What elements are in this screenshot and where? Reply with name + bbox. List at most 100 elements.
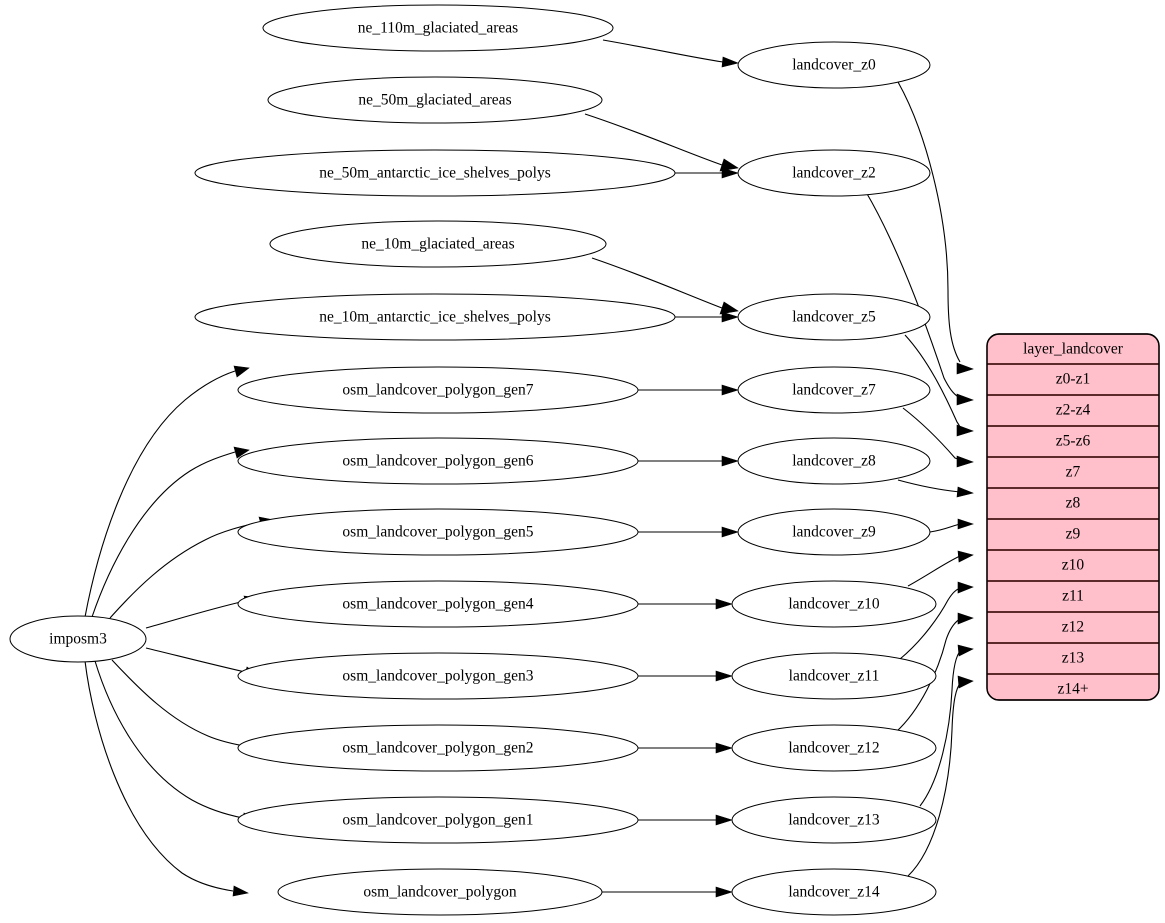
edge-ne10mglac-to-z5 bbox=[591, 257, 723, 309]
edge-imposm3-to-gen6 bbox=[91, 451, 236, 618]
node-label: landcover_z7 bbox=[792, 382, 876, 399]
edge-imposm3-to-gen5 bbox=[109, 521, 261, 619]
arrowhead-icon bbox=[719, 301, 739, 315]
node-label: osm_landcover_polygon_gen7 bbox=[342, 382, 533, 399]
node-label: landcover_z13 bbox=[788, 812, 879, 829]
arrowhead-icon bbox=[957, 518, 974, 530]
table-body bbox=[986, 333, 1160, 701]
node-osm-landcover-polygon-gen6[interactable]: osm_landcover_polygon_gen6 bbox=[237, 437, 639, 485]
node-ne-10m-antarctic-ice-shelves-polys[interactable]: ne_10m_antarctic_ice_shelves_polys bbox=[194, 293, 676, 341]
edge-z14-to-row-z14plus bbox=[907, 681, 962, 877]
edge-ne110m-to-z0 bbox=[602, 39, 724, 63]
edge-z11-to-row-z11 bbox=[899, 587, 961, 660]
edge-imposm3-to-gen4 bbox=[145, 600, 246, 629]
node-label: ne_110m_glaciated_areas bbox=[358, 20, 518, 37]
node-osm-landcover-polygon-gen7[interactable]: osm_landcover_polygon_gen7 bbox=[237, 366, 639, 414]
node-ne-110m-glaciated-areas[interactable]: ne_110m_glaciated_areas bbox=[262, 4, 614, 52]
table-row-label-z7: z7 bbox=[1066, 464, 1081, 481]
node-osm-landcover-polygon-gen1[interactable]: osm_landcover_polygon_gen1 bbox=[237, 796, 639, 844]
node-label: landcover_z14 bbox=[788, 884, 879, 901]
node-label: osm_landcover_polygon_gen3 bbox=[342, 668, 533, 685]
edge-z9-to-row-z9 bbox=[929, 523, 961, 533]
edge-imposm3-to-gen7 bbox=[84, 370, 236, 618]
arrowhead-icon bbox=[715, 742, 734, 754]
node-label: landcover_z8 bbox=[792, 453, 876, 470]
node-label: landcover_z10 bbox=[788, 596, 879, 613]
edge-z8-to-row-z8 bbox=[897, 479, 961, 493]
table-row-label-z5-z6: z5-z6 bbox=[1056, 433, 1091, 450]
node-ne-50m-glaciated-areas[interactable]: ne_50m_glaciated_areas bbox=[267, 76, 603, 124]
edge-z0-to-row-z0z1 bbox=[897, 81, 961, 363]
arrowhead-icon bbox=[957, 612, 974, 625]
node-label: osm_landcover_polygon_gen2 bbox=[342, 740, 533, 757]
arrowhead-icon bbox=[719, 158, 739, 172]
node-imposm3[interactable]: imposm3 bbox=[9, 615, 147, 663]
arrowhead-icon bbox=[715, 670, 734, 682]
osm-table-nodes: osm_landcover_polygon_gen7 osm_landcover… bbox=[237, 366, 639, 916]
arrowhead-icon bbox=[721, 455, 740, 467]
edge-imposm3-to-polygon bbox=[84, 660, 234, 892]
node-landcover-z2[interactable]: landcover_z2 bbox=[737, 149, 931, 197]
arrowhead-icon bbox=[233, 446, 250, 459]
node-osm-landcover-polygon-gen2[interactable]: osm_landcover_polygon_gen2 bbox=[237, 724, 639, 772]
arrowhead-icon bbox=[956, 486, 974, 498]
node-landcover-z10[interactable]: landcover_z10 bbox=[731, 580, 937, 628]
table-row-label-z13: z13 bbox=[1062, 650, 1085, 667]
node-landcover-z7[interactable]: landcover_z7 bbox=[737, 366, 931, 414]
table-row-label-z10: z10 bbox=[1062, 557, 1085, 574]
arrowhead-icon bbox=[956, 393, 974, 406]
node-landcover-z13[interactable]: landcover_z13 bbox=[731, 796, 937, 844]
node-label: landcover_z2 bbox=[792, 165, 876, 182]
node-label: imposm3 bbox=[49, 631, 107, 648]
table-border bbox=[986, 333, 1160, 701]
arrowhead-icon bbox=[957, 581, 974, 594]
edge-ne50mglac-to-z2 bbox=[584, 113, 723, 166]
edge-z2-to-row-z2z4 bbox=[865, 191, 963, 400]
node-osm-landcover-polygon-gen4[interactable]: osm_landcover_polygon_gen4 bbox=[237, 580, 639, 628]
arrowhead-icon bbox=[957, 675, 974, 689]
node-osm-landcover-polygon[interactable]: osm_landcover_polygon bbox=[277, 868, 603, 916]
node-osm-landcover-polygon-gen5[interactable]: osm_landcover_polygon_gen5 bbox=[237, 508, 639, 556]
arrowhead-icon bbox=[956, 455, 974, 468]
arrowhead-icon bbox=[232, 885, 249, 897]
node-label: landcover_z12 bbox=[788, 740, 879, 757]
node-ne-50m-antarctic-ice-shelves-polys[interactable]: ne_50m_antarctic_ice_shelves_polys bbox=[194, 149, 676, 197]
arrowhead-icon bbox=[721, 167, 740, 179]
table-row-label-z12: z12 bbox=[1062, 619, 1084, 636]
node-landcover-z11[interactable]: landcover_z11 bbox=[731, 652, 937, 700]
table-header-label: layer_landcover bbox=[1023, 341, 1124, 358]
node-landcover-z14[interactable]: landcover_z14 bbox=[731, 868, 937, 916]
layer-landcover-table[interactable]: layer_landcover z0-z1 z2-z4 z5-z6 z7 z8 … bbox=[986, 333, 1160, 701]
node-landcover-z12[interactable]: landcover_z12 bbox=[731, 724, 937, 772]
node-label: ne_50m_antarctic_ice_shelves_polys bbox=[319, 165, 551, 182]
arrowhead-icon bbox=[721, 311, 740, 323]
node-label: ne_50m_glaciated_areas bbox=[358, 92, 511, 109]
arrowhead-icon bbox=[956, 362, 974, 375]
edge-imposm3-to-gen2 bbox=[111, 659, 251, 748]
arrowhead-icon bbox=[957, 550, 974, 563]
arrowhead-icon bbox=[721, 526, 740, 538]
table-header-cell: layer_landcover bbox=[1023, 341, 1124, 358]
arrowhead-icon bbox=[715, 814, 734, 826]
edge-z12-to-row-z12 bbox=[895, 618, 961, 733]
table-row-label-z0-z1: z0-z1 bbox=[1056, 371, 1090, 388]
arrowhead-icon bbox=[715, 598, 734, 610]
node-landcover-z5[interactable]: landcover_z5 bbox=[737, 293, 931, 341]
arrowhead-icon bbox=[721, 56, 739, 68]
table-row-label-z2-z4: z2-z4 bbox=[1056, 402, 1091, 419]
node-landcover-z8[interactable]: landcover_z8 bbox=[737, 437, 931, 485]
arrowhead-icon bbox=[957, 644, 974, 657]
edge-z13-to-row-z13 bbox=[919, 649, 962, 807]
node-label: ne_10m_antarctic_ice_shelves_polys bbox=[319, 309, 551, 326]
edge-imposm3-to-gen1 bbox=[94, 660, 244, 819]
node-label: landcover_z11 bbox=[789, 668, 880, 685]
natural-earth-source-nodes: ne_110m_glaciated_areas ne_50m_glaciated… bbox=[194, 4, 676, 341]
node-osm-landcover-polygon-gen3[interactable]: osm_landcover_polygon_gen3 bbox=[237, 652, 639, 700]
arrowhead-icon bbox=[715, 886, 734, 898]
node-landcover-z0[interactable]: landcover_z0 bbox=[737, 41, 931, 89]
node-landcover-z9[interactable]: landcover_z9 bbox=[737, 508, 931, 556]
edge-z10-to-row-z10 bbox=[907, 555, 961, 587]
node-ne-10m-glaciated-areas[interactable]: ne_10m_glaciated_areas bbox=[269, 220, 607, 268]
